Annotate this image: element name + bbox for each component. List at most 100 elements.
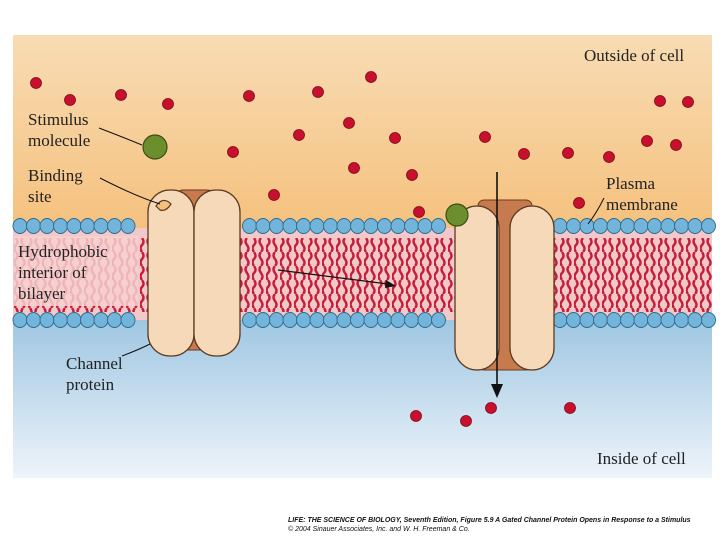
ion <box>227 146 239 158</box>
lipid-head <box>26 312 41 328</box>
channel-protein-open <box>445 199 555 371</box>
lipid-head <box>255 218 271 234</box>
lipid-head <box>417 312 433 328</box>
lipid-head <box>269 218 284 234</box>
lipid-head <box>66 312 82 328</box>
ions <box>30 71 694 427</box>
caption-line-1: LIFE: THE SCIENCE OF BIOLOGY, Seventh Ed… <box>288 517 691 524</box>
stimulus-leader-line <box>98 127 143 146</box>
ion <box>268 189 280 201</box>
lipid-head <box>377 218 392 234</box>
lipid-head <box>242 312 257 328</box>
ion <box>562 147 574 159</box>
lipid-head <box>593 218 608 234</box>
lipid-head <box>336 312 352 328</box>
plasma-membrane-label-line1: Plasma <box>606 174 656 193</box>
lipid-head <box>120 312 136 328</box>
channel-protein-closed <box>147 189 241 357</box>
ion <box>413 206 425 218</box>
ion <box>654 95 666 107</box>
binding-site-label-line1: Binding <box>28 166 83 185</box>
lipid-head <box>431 218 446 234</box>
lipid-head <box>363 312 379 328</box>
lipid-head <box>93 218 109 234</box>
lipid-head <box>417 218 433 234</box>
lipid-head <box>579 218 595 234</box>
lipid-head <box>39 312 55 328</box>
ion <box>603 151 615 163</box>
lipid-head <box>39 218 55 234</box>
hydrophobic-pointer-arrow <box>277 269 396 288</box>
binding-site-leader-line <box>99 177 161 205</box>
lipid-head <box>404 312 419 328</box>
ion <box>479 131 491 143</box>
lipid-head <box>606 218 622 234</box>
lipid-head <box>296 218 311 234</box>
outside-region <box>13 35 712 235</box>
stimulus-label-line1: Stimulus <box>28 110 88 129</box>
lipid-head <box>674 218 689 234</box>
hydrophobic-label-line2: interior of <box>18 263 87 282</box>
ion-flow-arrow <box>491 172 503 398</box>
lipid-head <box>282 312 298 328</box>
ion <box>564 402 576 414</box>
ion <box>64 94 76 106</box>
lipid-head <box>323 218 338 234</box>
lipid-heads-upper <box>12 218 716 234</box>
lipid-head <box>701 218 716 234</box>
lipid-head <box>350 312 365 328</box>
lipid-head <box>552 312 568 328</box>
lipid-head <box>620 312 635 328</box>
ion <box>406 169 418 181</box>
channel-protein-label-line2: protein <box>66 375 115 394</box>
lipid-head <box>53 312 68 328</box>
ion <box>365 71 377 83</box>
lipid-head <box>404 218 419 234</box>
ion <box>348 162 360 174</box>
ion <box>115 89 127 101</box>
ion <box>682 96 694 108</box>
hydrophobic-label-backing <box>14 236 138 306</box>
hydrophobic-label-line1: Hydrophobic <box>18 242 108 261</box>
lipid-head <box>350 218 365 234</box>
lipid-head <box>593 312 608 328</box>
lipid-head <box>390 218 406 234</box>
lipid-head <box>363 218 379 234</box>
ion <box>485 402 497 414</box>
channel-protein-label-line1: Channel <box>66 354 123 373</box>
ion <box>30 77 42 89</box>
stimulus-label-line2: molecule <box>28 131 90 150</box>
caption-line-2: © 2004 Sinauer Associates, Inc. and W. H… <box>288 526 470 533</box>
lipid-head <box>80 312 95 328</box>
lipid-head <box>309 218 325 234</box>
lipid-head <box>53 218 68 234</box>
ion <box>162 98 174 110</box>
binding-site-label-line2: site <box>28 187 52 206</box>
lipid-head <box>660 218 676 234</box>
inside-region <box>13 318 712 478</box>
lipid-head <box>296 312 311 328</box>
hydrophobic-label-line3: bilayer <box>18 284 66 303</box>
lipid-head <box>620 218 635 234</box>
lipid-head <box>282 218 298 234</box>
ion <box>518 148 530 160</box>
lipid-head <box>687 312 703 328</box>
lipid-head <box>566 218 581 234</box>
lipid-head <box>26 218 41 234</box>
lipid-head <box>390 312 406 328</box>
lipid-head <box>255 312 271 328</box>
lipid-head <box>606 312 622 328</box>
lipid-head <box>120 218 136 234</box>
lipid-head <box>633 312 649 328</box>
ion <box>670 139 682 151</box>
lipid-head <box>633 218 649 234</box>
lipid-head <box>93 312 109 328</box>
figure-caption: LIFE: THE SCIENCE OF BIOLOGY, Seventh Ed… <box>288 516 713 534</box>
lipid-head <box>552 218 568 234</box>
lipid-head <box>431 312 446 328</box>
ion <box>293 129 305 141</box>
bound-stimulus-molecule <box>445 203 469 227</box>
stimulus-molecule <box>142 134 168 160</box>
ion <box>243 90 255 102</box>
